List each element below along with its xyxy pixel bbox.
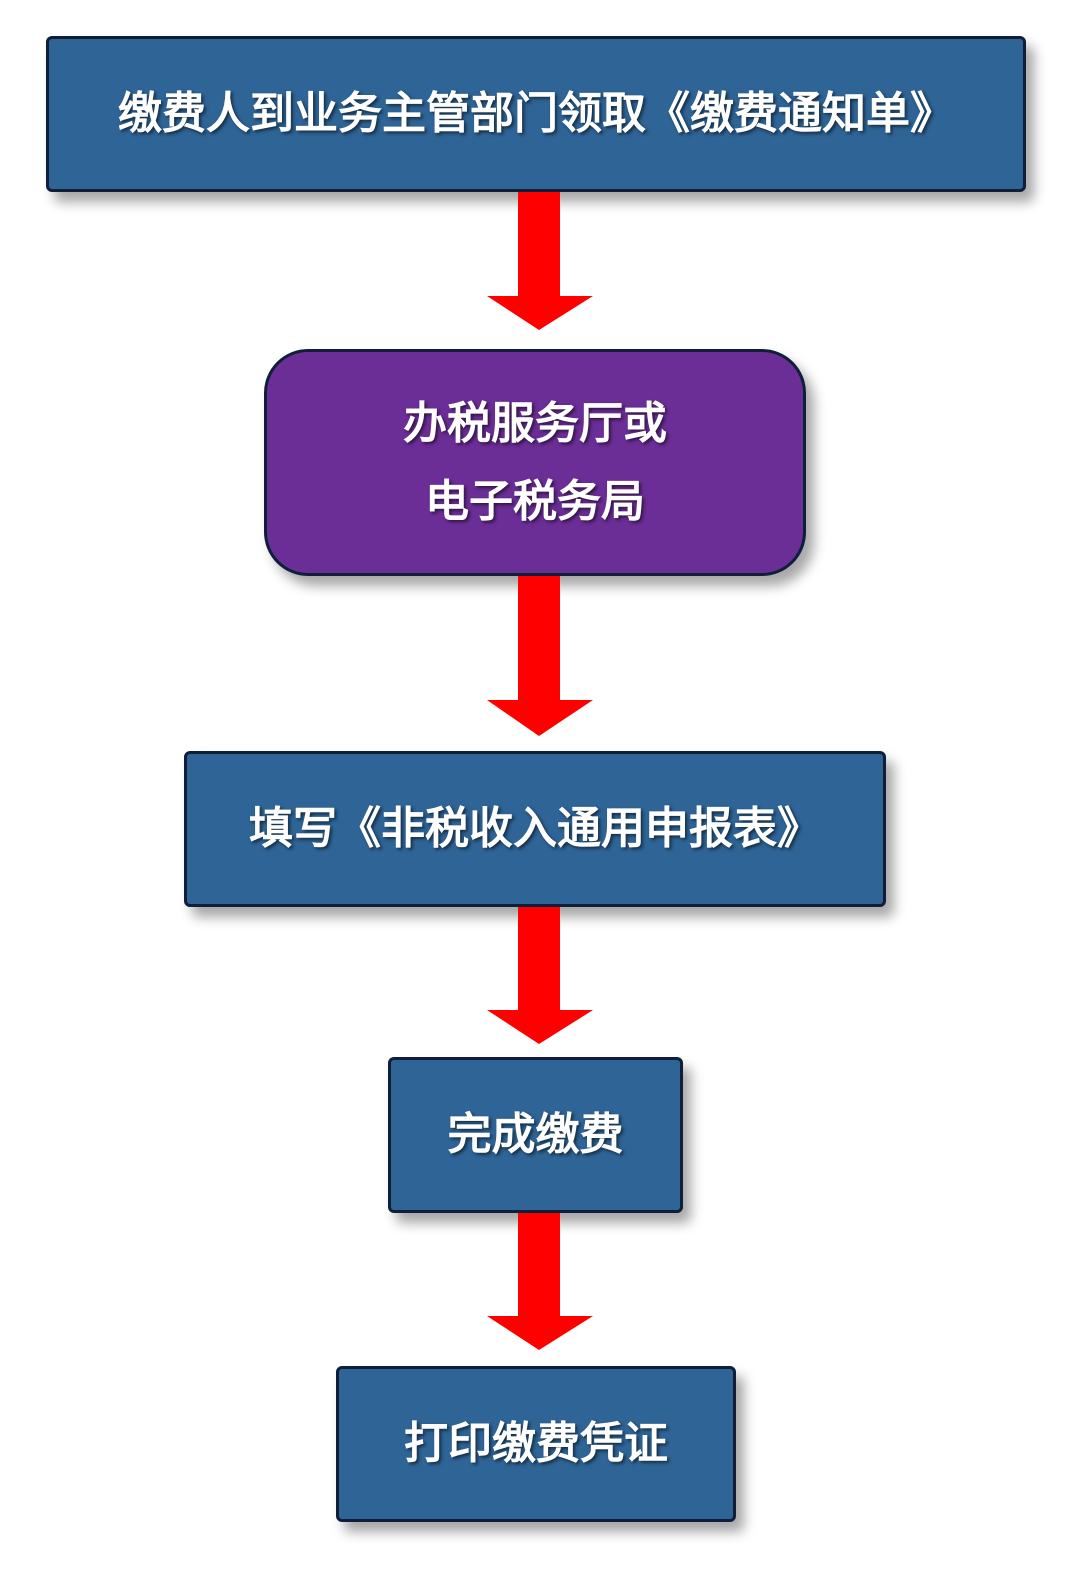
flow-arrow-4: [485, 1213, 595, 1350]
flow-step-5: 打印缴费凭证: [336, 1366, 736, 1522]
flow-step-2-label-line-2: 电子税务局: [425, 475, 645, 527]
flow-step-1: 缴费人到业务主管部门领取《缴费通知单》: [46, 36, 1026, 192]
flow-arrow-3: [485, 907, 595, 1044]
flow-step-1-label: 缴费人到业务主管部门领取《缴费通知单》: [118, 88, 954, 139]
flow-step-3-label: 填写《非税收入通用申报表》: [249, 803, 821, 854]
flow-step-5-label: 打印缴费凭证: [404, 1418, 668, 1469]
arrow-down-icon: [487, 576, 593, 736]
flow-arrow-2: [485, 576, 595, 736]
flow-step-2: 办税服务厅或 电子税务局: [264, 349, 806, 576]
arrow-down-icon: [487, 192, 593, 330]
arrow-down-icon: [487, 907, 593, 1044]
flow-step-2-label-line-1: 办税服务厅或: [403, 397, 667, 449]
flow-arrow-1: [485, 192, 595, 330]
flow-step-4: 完成缴费: [388, 1057, 683, 1213]
flow-step-3: 填写《非税收入通用申报表》: [184, 751, 886, 907]
flow-step-4-label: 完成缴费: [447, 1109, 624, 1160]
arrow-down-icon: [487, 1213, 593, 1350]
